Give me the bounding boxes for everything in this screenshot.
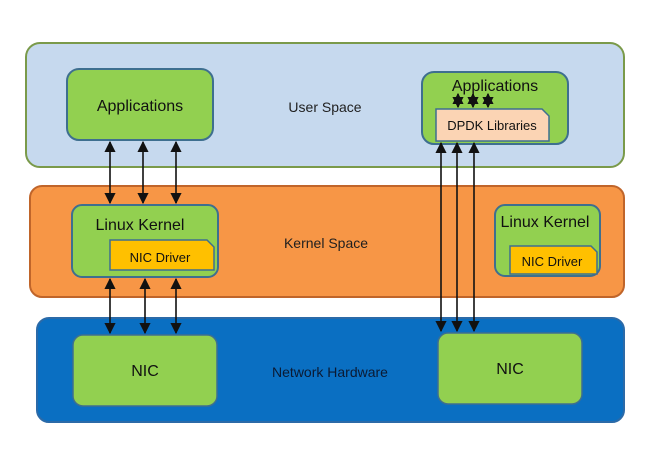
- right-applications-label: Applications: [452, 78, 538, 95]
- left-nic-driver-box: [109, 239, 215, 271]
- right-nic-label: NIC: [496, 361, 524, 378]
- user-space-label: User Space: [288, 99, 361, 115]
- kernel-space-label: Kernel Space: [284, 235, 368, 251]
- left-nic-label: NIC: [131, 363, 159, 380]
- left-nic-box: [72, 334, 218, 407]
- dpdk-libraries-label: DPDK Libraries: [447, 118, 537, 133]
- dpdk-libraries-box: [435, 108, 550, 142]
- left-nic-driver-label: NIC Driver: [130, 250, 191, 265]
- left-applications-label: Applications: [97, 98, 183, 115]
- right-linux-kernel-label: Linux Kernel: [501, 214, 590, 231]
- left-linux-kernel-label: Linux Kernel: [96, 217, 185, 234]
- right-nic-driver-box: [509, 245, 598, 275]
- network-hardware-label: Network Hardware: [272, 364, 388, 380]
- left-applications-box: [66, 68, 214, 141]
- right-nic-driver-label: NIC Driver: [522, 254, 583, 269]
- right-nic-box: [437, 332, 583, 405]
